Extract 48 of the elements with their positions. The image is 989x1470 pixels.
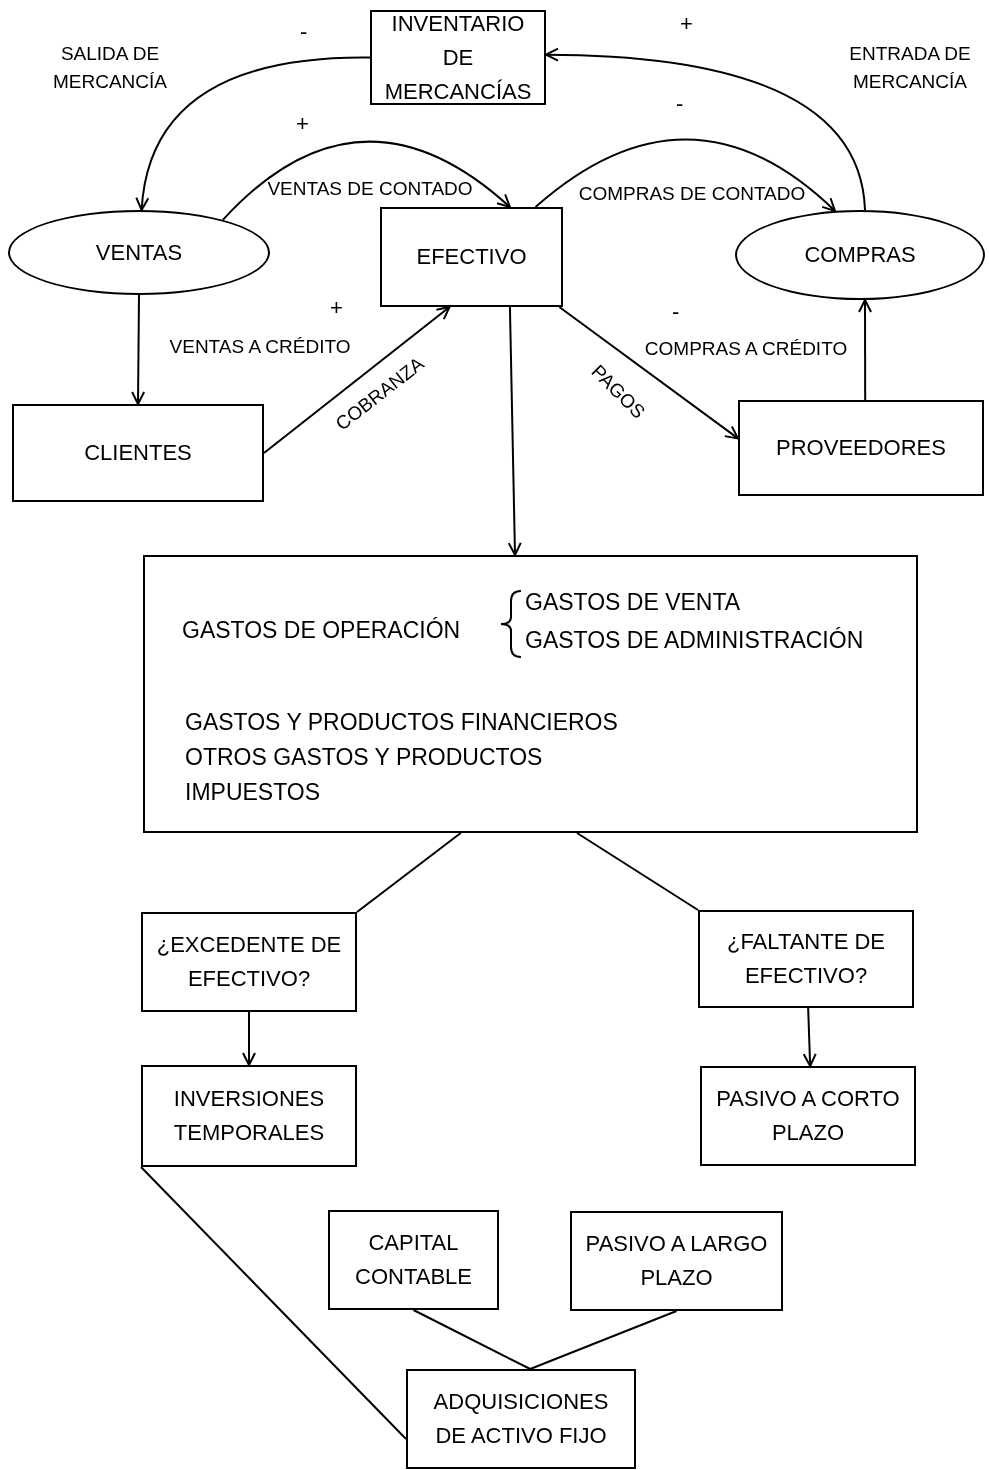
sign-label: -	[672, 300, 680, 324]
expense-item: GASTOS Y PRODUCTOS FINANCIEROS	[185, 708, 618, 737]
connector-line	[412, 1309, 532, 1370]
expense-item: IMPUESTOS	[185, 778, 321, 807]
sign-label: +	[680, 12, 693, 36]
arrow	[858, 298, 872, 401]
process-ellipse: VENTAS	[8, 210, 270, 295]
arrow	[802, 1007, 817, 1067]
connector-line	[576, 832, 699, 911]
arrow	[221, 140, 511, 221]
expense-box	[143, 555, 918, 833]
sign-label: +	[296, 112, 309, 136]
arrow	[131, 294, 146, 405]
account-box: PROVEEDORES	[738, 400, 984, 496]
expense-item: GASTOS DE ADMINISTRACIÓN	[525, 626, 864, 655]
arrow	[558, 306, 739, 440]
arrow	[136, 56, 371, 211]
connector-line	[529, 1310, 678, 1370]
account-box: ¿FALTANTE DE EFECTIVO?	[698, 910, 914, 1008]
account-box: CAPITAL CONTABLE	[328, 1210, 499, 1310]
account-box: PASIVO A LARGO PLAZO	[570, 1211, 783, 1311]
edge-label: COMPRAS A CRÉDITO	[643, 337, 849, 361]
account-box: EFECTIVO	[380, 207, 563, 307]
account-box: PASIVO A CORTO PLAZO	[700, 1066, 916, 1166]
account-box: ADQUISICIONES DE ACTIVO FIJO	[406, 1369, 636, 1469]
edge-label: VENTAS DE CONTADO	[266, 177, 474, 201]
connector-line	[356, 832, 462, 913]
sign-label: -	[300, 20, 308, 44]
sign-label: -	[676, 92, 684, 116]
arrow	[534, 138, 836, 212]
connector-line	[140, 1166, 407, 1440]
expense-item: GASTOS DE OPERACIÓN	[182, 616, 461, 645]
account-box: INVERSIONES TEMPORALES	[141, 1065, 357, 1167]
edge-label: VENTAS A CRÉDITO	[168, 335, 352, 359]
account-box: ¿EXCEDENTE DE EFECTIVO?	[141, 912, 357, 1012]
expense-item: GASTOS DE VENTA	[525, 588, 741, 617]
edge-label: SALIDA DE MERCANCÍA	[52, 42, 168, 94]
account-box: INVENTARIO DE MERCANCÍAS	[370, 10, 546, 105]
edge-label: ENTRADA DE MERCANCÍA	[848, 42, 972, 94]
arrow	[507, 306, 522, 556]
edge-label: COMPRAS DE CONTADO	[577, 182, 807, 206]
process-ellipse: COMPRAS	[735, 210, 985, 300]
sign-label: +	[330, 296, 343, 320]
arrow	[545, 47, 866, 212]
arrow	[242, 1011, 256, 1066]
account-box: CLIENTES	[12, 404, 264, 502]
arrow	[263, 306, 451, 454]
expense-item: OTROS GASTOS Y PRODUCTOS	[185, 743, 543, 772]
